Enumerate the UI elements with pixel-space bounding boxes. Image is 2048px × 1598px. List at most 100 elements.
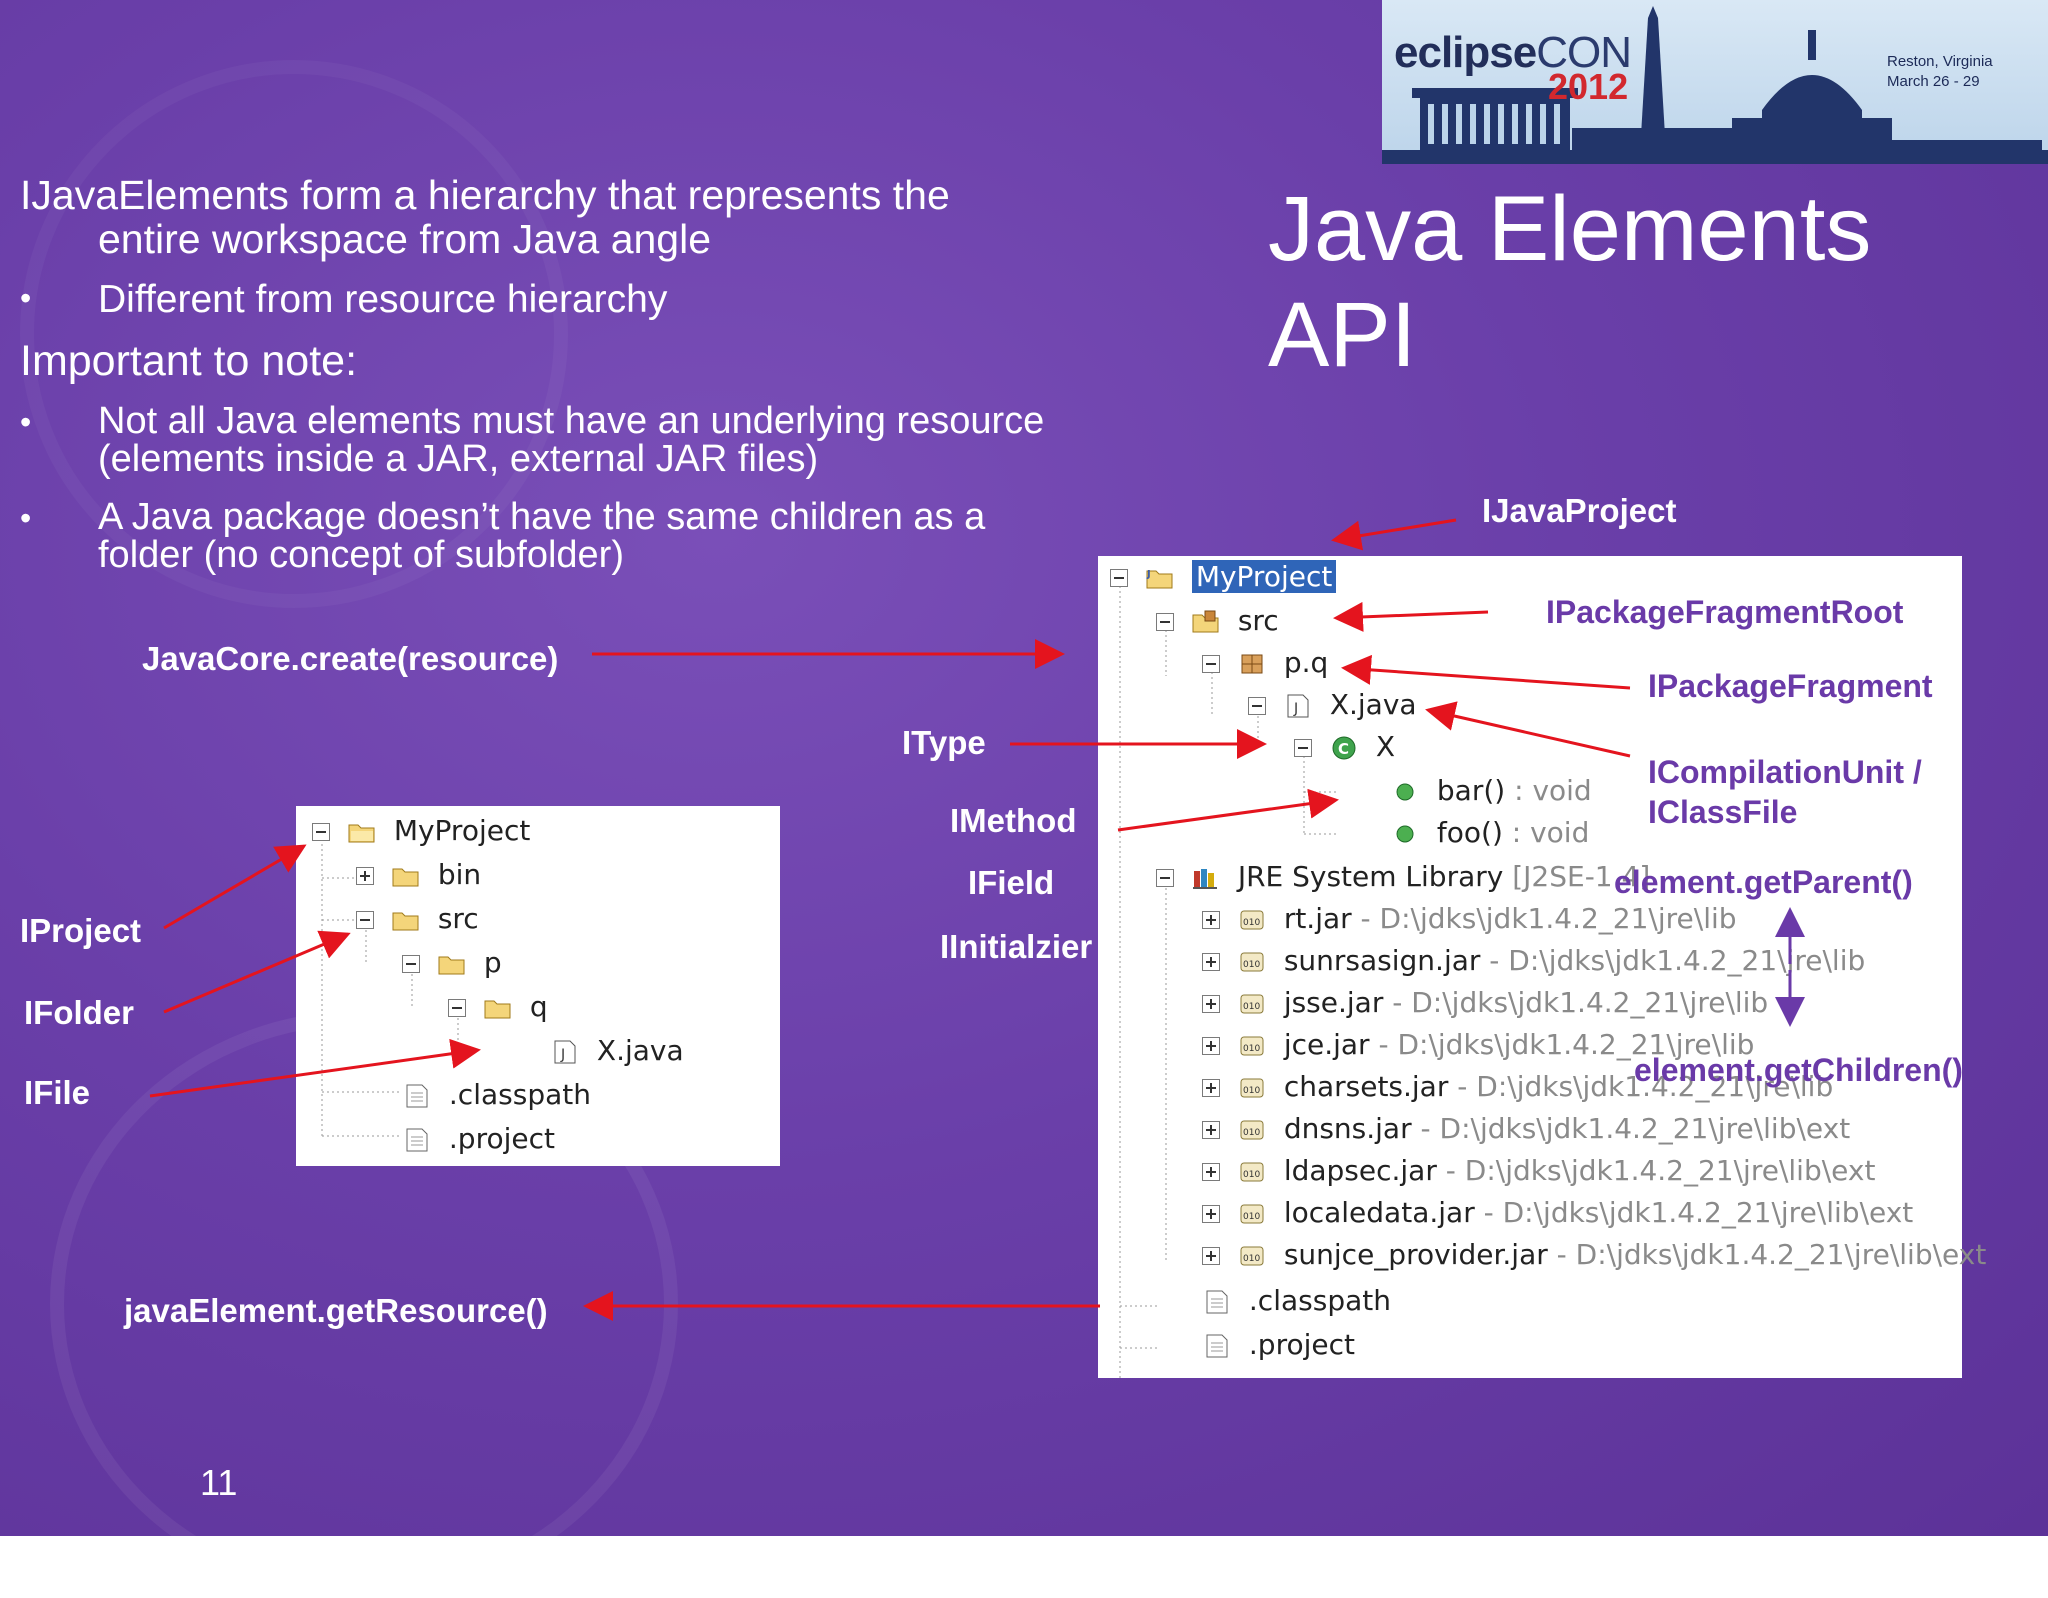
svg-text:010: 010 [1243, 1044, 1260, 1054]
expand-icon[interactable] [1202, 1163, 1220, 1181]
java-node-jar[interactable]: 010 localedata.jar - D:\jdks\jdk1.4.2_21… [1202, 1196, 1913, 1229]
tree-node-xjava[interactable]: J X.java [550, 1034, 684, 1067]
label-javacore-create: JavaCore.create(resource) [142, 640, 559, 677]
expand-icon[interactable] [1202, 1079, 1220, 1097]
java-node-jar[interactable]: 010 sunrsasign.jar - D:\jdks\jdk1.4.2_21… [1202, 944, 1865, 977]
java-file-icon: J [554, 1040, 576, 1064]
java-node-jar[interactable]: 010 sunjce_provider.jar - D:\jdks\jdk1.4… [1202, 1238, 1986, 1271]
label-line: IClassFile [1648, 794, 1798, 830]
jar-icon: 010 [1240, 994, 1264, 1014]
java-node-jar[interactable]: 010 jsse.jar - D:\jdks\jdk1.4.2_21\jre\l… [1202, 986, 1768, 1019]
tree-node-detail: - D:\jdks\jdk1.4.2_21\jre\lib [1480, 944, 1866, 977]
java-node-package[interactable]: p.q [1202, 646, 1328, 679]
tree-node-label: jsse.jar [1283, 986, 1384, 1019]
java-node-project[interactable]: .project [1202, 1328, 1355, 1361]
java-node-jar[interactable]: 010 ldapsec.jar - D:\jdks\jdk1.4.2_21\jr… [1202, 1154, 1875, 1187]
tree-node-q[interactable]: q [448, 990, 548, 1023]
tree-node-label: charsets.jar [1283, 1070, 1449, 1103]
collapse-icon[interactable] [448, 999, 466, 1017]
jar-icon: 010 [1240, 1078, 1264, 1098]
java-node-myproject[interactable]: J MyProject [1110, 560, 1337, 593]
tree-node-project[interactable]: .project [402, 1122, 555, 1155]
slide-title: Java Elements API [1268, 176, 1871, 388]
package-icon [1241, 654, 1263, 674]
tree-node-label: MyProject [1191, 560, 1337, 593]
collapse-icon[interactable] [1202, 655, 1220, 673]
tree-node-label: MyProject [393, 814, 531, 847]
collapse-icon[interactable] [356, 911, 374, 929]
collapse-icon[interactable] [1248, 697, 1266, 715]
collapse-icon[interactable] [312, 823, 330, 841]
tree-node-detail: - D:\jdks\jdk1.4.2_21\jre\lib\ext [1436, 1154, 1876, 1187]
tree-node-classpath[interactable]: .classpath [402, 1078, 591, 1111]
collapse-icon[interactable] [1156, 613, 1174, 631]
expand-icon[interactable] [1202, 1037, 1220, 1055]
expand-icon[interactable] [1202, 1121, 1220, 1139]
text-file-icon [1206, 1290, 1228, 1314]
java-node-classpath[interactable]: .classpath [1202, 1284, 1391, 1317]
collapse-icon[interactable] [1156, 869, 1174, 887]
bullet-different-hierarchy: Different from resource hierarchy [98, 278, 668, 321]
tree-node-label: JRE System Library [1237, 860, 1504, 893]
java-node-xjava[interactable]: J X.java [1248, 688, 1417, 721]
jar-icon: 010 [1240, 1120, 1264, 1140]
body-text: (elements inside a JAR, external JAR fil… [98, 438, 819, 480]
java-node-src[interactable]: src [1156, 604, 1279, 637]
tree-node-label: src [437, 902, 479, 935]
java-node-class-x[interactable]: C X [1294, 730, 1395, 763]
java-node-jar[interactable]: 010 jce.jar - D:\jdks\jdk1.4.2_21\jre\li… [1202, 1028, 1754, 1061]
event-dates: March 26 - 29 [1887, 73, 1980, 90]
tree-node-label: localedata.jar [1283, 1196, 1475, 1229]
body-text: entire workspace from Java angle [98, 216, 712, 262]
label-ifile: IFile [24, 1074, 91, 1111]
svg-text:010: 010 [1243, 960, 1260, 970]
java-file-icon: J [1287, 694, 1309, 718]
tree-node-label: rt.jar [1283, 902, 1352, 935]
slide-title-line2: API [1268, 284, 1417, 386]
method-icon [1396, 825, 1414, 843]
tree-node-detail: - D:\jdks\jdk1.4.2_21\jre\lib [1369, 1028, 1755, 1061]
jar-icon: 010 [1240, 1036, 1264, 1056]
java-node-method-foo[interactable]: foo() : void [1390, 816, 1589, 849]
tree-node-detail: : void [1505, 774, 1592, 807]
expand-icon[interactable] [1202, 1247, 1220, 1265]
tree-node-detail: [J2SE-1.4] [1503, 860, 1651, 893]
java-node-jar[interactable]: 010 charsets.jar - D:\jdks\jdk1.4.2_21\j… [1202, 1070, 1833, 1103]
arrow-iproject [163, 844, 307, 930]
tree-node-src[interactable]: src [356, 902, 479, 935]
tree-node-label: p [483, 946, 502, 979]
expand-icon[interactable] [1202, 995, 1220, 1013]
java-node-jar[interactable]: 010 dnsns.jar - D:\jdks\jdk1.4.2_21\jre\… [1202, 1112, 1850, 1145]
java-project-icon: J [1146, 569, 1173, 589]
collapse-icon[interactable] [402, 955, 420, 973]
bullet-underlying-resource: Not all Java elements must have an under… [98, 402, 1044, 478]
svg-text:J: J [1146, 569, 1151, 580]
expand-icon[interactable] [1202, 911, 1220, 929]
tree-node-label: q [529, 990, 548, 1023]
text-file-icon [406, 1084, 428, 1108]
expand-icon[interactable] [1202, 1205, 1220, 1223]
jar-icon: 010 [1240, 910, 1264, 930]
tree-node-label: .project [448, 1122, 555, 1155]
tree-node-label: p.q [1283, 646, 1329, 679]
expand-icon[interactable] [356, 867, 374, 885]
text-file-icon [406, 1128, 428, 1152]
java-node-jar[interactable]: 010 rt.jar - D:\jdks\jdk1.4.2_21\jre\lib [1202, 902, 1737, 935]
java-node-jre-library[interactable]: JRE System Library [J2SE-1.4] [1156, 860, 1650, 893]
collapse-icon[interactable] [1294, 739, 1312, 757]
tree-node-detail: - D:\jdks\jdk1.4.2_21\jre\lib\ext [1474, 1196, 1914, 1229]
tree-node-detail: - D:\jdks\jdk1.4.2_21\jre\lib\ext [1547, 1238, 1987, 1271]
folder-icon [438, 956, 465, 975]
java-node-method-bar[interactable]: bar() : void [1390, 774, 1592, 807]
tree-node-p[interactable]: p [402, 946, 502, 979]
expand-icon[interactable] [1202, 953, 1220, 971]
tree-node-myproject[interactable]: MyProject [312, 814, 530, 847]
tree-node-label: X.java [596, 1034, 684, 1067]
svg-text:010: 010 [1243, 918, 1260, 928]
arrow-ijavaproject [1331, 518, 1457, 551]
body-text: folder (no concept of subfolder) [98, 534, 624, 576]
brand-year: 2012 [1548, 66, 1629, 107]
tree-node-bin[interactable]: bin [356, 858, 481, 891]
label-ipackagefragment: IPackageFragment [1648, 668, 1933, 704]
collapse-icon[interactable] [1110, 569, 1128, 587]
